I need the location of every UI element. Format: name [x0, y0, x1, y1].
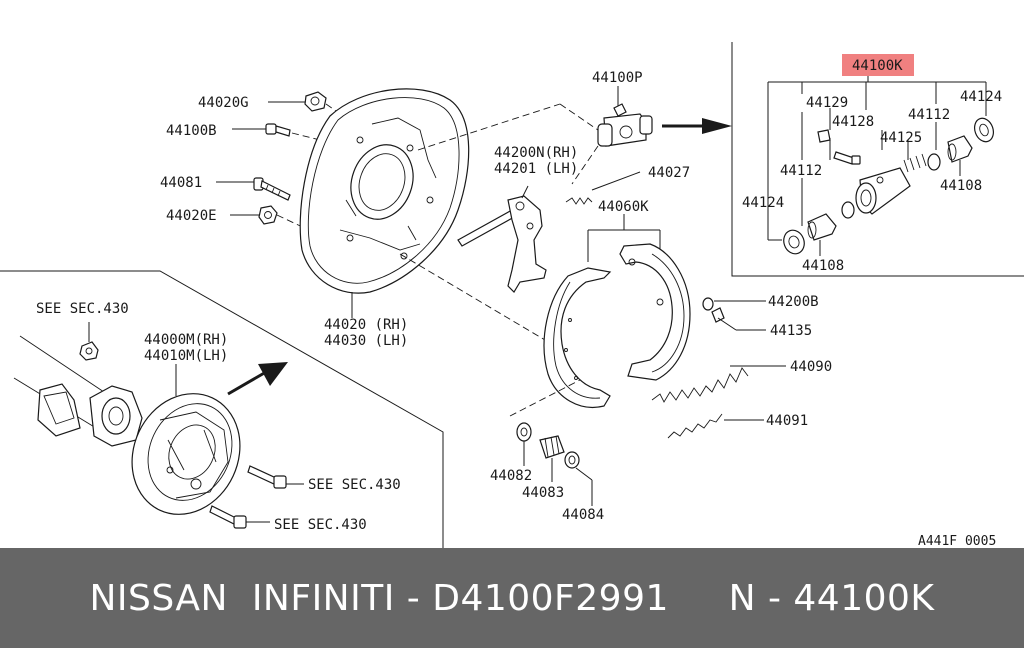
stud-44081: [253, 177, 291, 201]
diagram-reference-code: A441F 0005: [918, 534, 996, 548]
label-44100p: 44100P: [592, 70, 643, 86]
label-44083: 44083: [522, 485, 564, 501]
label-44128: 44128: [832, 114, 874, 130]
label-44201: 44201 (LH): [494, 161, 578, 177]
label-44129: 44129: [806, 95, 848, 111]
label-44112-right: 44112: [908, 107, 950, 123]
piston-44108-left: [807, 213, 837, 241]
nut-sec430: [79, 341, 99, 361]
retainer-44084: [564, 451, 580, 469]
inset-frame: [731, 42, 1024, 277]
label-44108-right: 44108: [940, 178, 982, 194]
brake-shoe-rear: [619, 243, 691, 381]
spring-44091: [667, 413, 723, 439]
spring-44125: [903, 153, 927, 173]
label-44027: 44027: [648, 165, 690, 181]
spring-44027: [565, 197, 593, 205]
spring-44083: [539, 435, 565, 459]
label-44108-left: 44108: [802, 258, 844, 274]
cylinder-body: [855, 167, 911, 215]
label-44091: 44091: [766, 413, 808, 429]
label-44090: 44090: [790, 359, 832, 375]
wheel-cylinder-44100p: [597, 103, 653, 147]
bolt-sec430-upper: [247, 465, 287, 489]
brake-shoe-front: [543, 267, 612, 408]
label-44020e: 44020E: [166, 208, 217, 224]
screw-44128: [833, 151, 861, 165]
label-44125: 44125: [880, 130, 922, 146]
adjuster-44200b: [702, 297, 714, 311]
boot-44124-left: [783, 229, 805, 255]
backing-plate-44020: [299, 88, 470, 294]
cup-44112-right: [927, 153, 941, 171]
nut-44020e: [258, 205, 278, 225]
label-44060k: 44060K: [598, 199, 649, 215]
label-44084: 44084: [562, 507, 604, 523]
pin-44135: [711, 307, 725, 323]
label-44020-rh: 44020 (RH): [324, 317, 408, 333]
label-44100k: 44100K: [852, 58, 903, 74]
label-44124-left: 44124: [742, 195, 784, 211]
label-44081: 44081: [160, 175, 202, 191]
label-44112-left: 44112: [780, 163, 822, 179]
label-44082: 44082: [490, 468, 532, 484]
piston-44108-right: [947, 135, 973, 163]
spring-44090: [651, 367, 749, 403]
bolt-44100b: [265, 123, 291, 137]
label-see-sec430-top: SEE SEC.430: [36, 301, 129, 317]
brake-assembly-44000m: [131, 393, 241, 515]
brake-parts-diagram: 44020G 44100B 44081 44020E 44020 (RH) 44…: [0, 42, 1024, 548]
axle-housing: [13, 335, 143, 447]
cup-44082: [516, 422, 532, 442]
label-44200n: 44200N(RH): [494, 145, 578, 161]
part-number-banner: NISSAN INFINITI - D4100F2991 N - 44100K: [0, 548, 1024, 648]
label-44200b: 44200B: [768, 294, 819, 310]
label-44020g: 44020G: [198, 95, 249, 111]
part-number-text: NISSAN INFINITI - D4100F2991 N - 44100K: [89, 577, 935, 619]
parking-lever-44200n: [457, 195, 547, 293]
label-see-sec430-mid: SEE SEC.430: [308, 477, 401, 493]
label-44124-right: 44124: [960, 89, 1002, 105]
label-44100b: 44100B: [166, 123, 217, 139]
label-44030-lh: 44030 (LH): [324, 333, 408, 349]
nut-44020g: [304, 91, 327, 112]
label-44000m: 44000M(RH): [144, 332, 228, 348]
axle-section-frame: [0, 270, 444, 548]
label-44135: 44135: [770, 323, 812, 339]
label-44010m: 44010M(LH): [144, 348, 228, 364]
label-see-sec430-bottom: SEE SEC.430: [274, 517, 367, 533]
cup-44112-left: [841, 201, 855, 219]
boot-44124-right: [973, 117, 995, 143]
part-highlight: [842, 54, 914, 76]
bleeder-44129: [817, 129, 831, 143]
bolt-sec430-lower: [209, 505, 247, 529]
